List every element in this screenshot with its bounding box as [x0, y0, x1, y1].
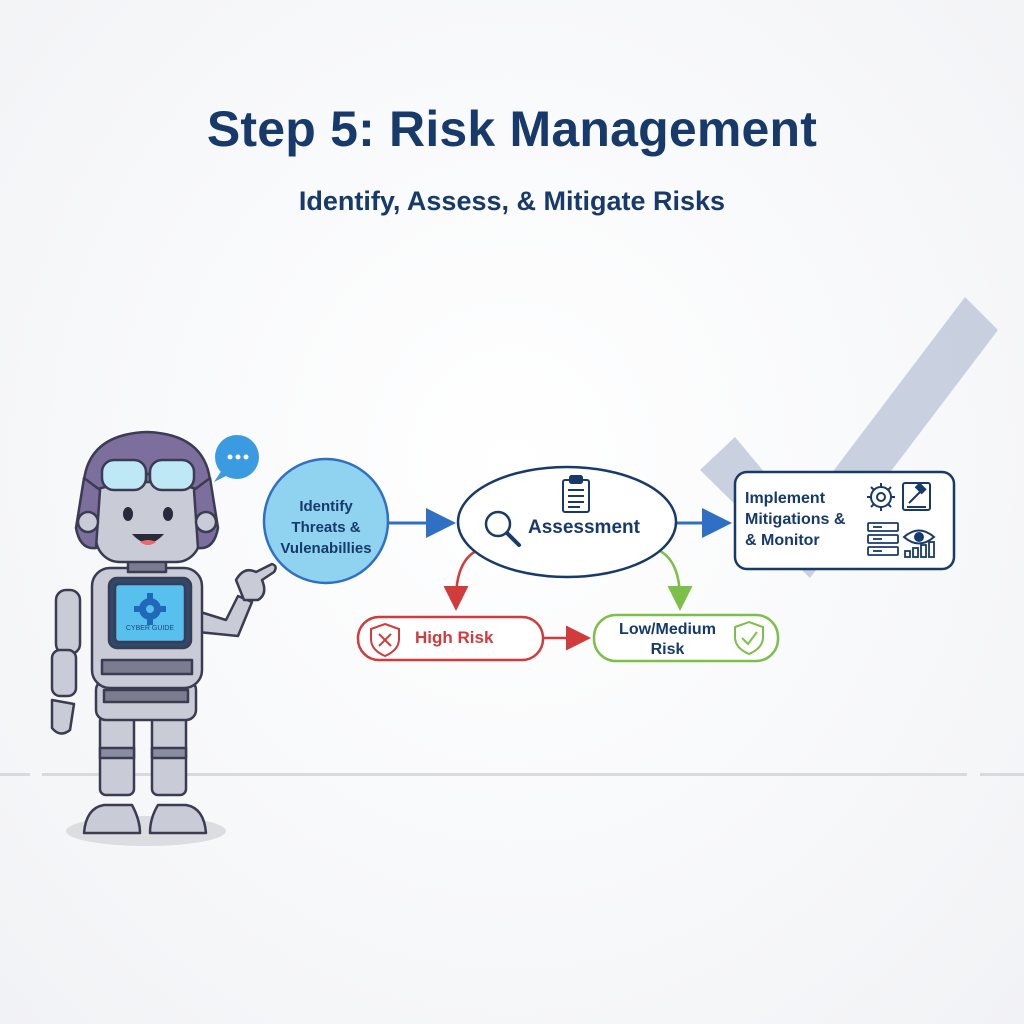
- low-risk-line2: Risk: [650, 641, 685, 658]
- page-title: Step 5: Risk Management: [206, 101, 818, 157]
- bar-chart-icon: [904, 541, 935, 558]
- identify-line3: Vulenabillies: [280, 540, 372, 557]
- identify-line2: Threats &: [291, 519, 361, 536]
- identify-line1: Identify: [299, 498, 353, 515]
- server-icon: [867, 522, 899, 556]
- low-risk-label: Low/Medium Risk: [605, 620, 730, 660]
- chat-bubble-icon: [214, 435, 259, 482]
- gear-icon: [867, 483, 895, 511]
- shield-x-icon: [370, 622, 400, 658]
- high-risk-label: High Risk: [415, 628, 494, 647]
- implement-node-label: Implement Mitigations & & Monitor: [745, 488, 870, 551]
- assessment-node-label: Assessment: [528, 517, 640, 538]
- identify-node-label: Identify Threats & Vulenabillies: [265, 496, 387, 559]
- implement-line2: Mitigations &: [745, 511, 846, 528]
- low-risk-line1: Low/Medium: [619, 621, 716, 638]
- floor-line-main: [42, 773, 967, 776]
- gavel-icon: [902, 482, 931, 511]
- eye-icon: [902, 529, 936, 545]
- shield-check-icon: [734, 620, 764, 656]
- floor-line-right: [980, 773, 1024, 776]
- arrow-assessment-to-low: [659, 549, 693, 611]
- floor-line-left: [0, 773, 30, 776]
- page-subtitle: Identify, Assess, & Mitigate Risks: [298, 186, 726, 216]
- implement-line3: & Monitor: [745, 532, 820, 549]
- clipboard-icon: [562, 475, 590, 513]
- implement-line1: Implement: [745, 490, 826, 507]
- arrow-assessment-to-high: [443, 549, 477, 611]
- magnifier-icon: [484, 510, 521, 547]
- robot-screen-label: CYBER GUIDE: [125, 625, 175, 632]
